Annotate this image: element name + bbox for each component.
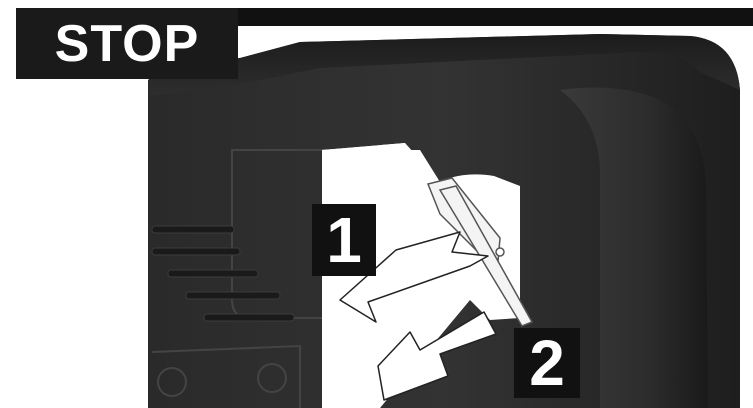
step-1-badge: 1 (312, 204, 376, 276)
stop-label: STOP (55, 18, 200, 70)
stop-badge: STOP (16, 8, 238, 79)
step-2-badge: 2 (514, 328, 580, 398)
